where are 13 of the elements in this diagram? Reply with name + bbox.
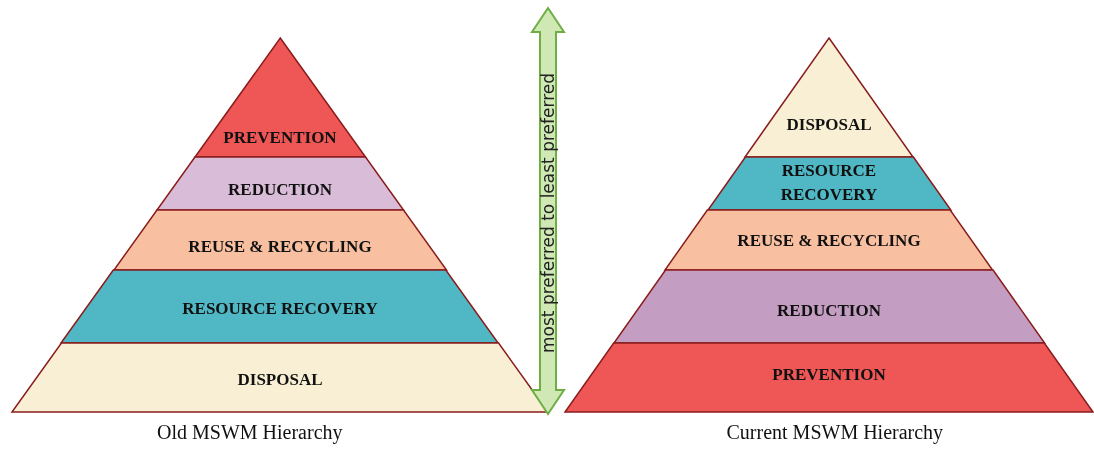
tier-label: REDUCTION [228, 179, 332, 201]
direction-label: most preferred to least preferred [538, 71, 558, 355]
tier-label: PREVENTION [772, 364, 886, 386]
pyramid-caption: Current MSWM Hierarchy [726, 421, 944, 444]
tier-label: REUSE & RECYCLING [188, 236, 372, 258]
pyramid-caption: Old MSWM Hierarchy [157, 421, 343, 444]
tier-label: DISPOSAL [786, 114, 872, 136]
tier-label: REDUCTION [777, 300, 881, 322]
tier-label: RESOURCE RECOVERY [779, 160, 879, 206]
tier-label: DISPOSAL [237, 369, 323, 391]
tier-label: REUSE & RECYCLING [737, 230, 921, 252]
tier-label: RESOURCE RECOVERY [182, 298, 378, 320]
tier-label: PREVENTION [223, 127, 337, 149]
